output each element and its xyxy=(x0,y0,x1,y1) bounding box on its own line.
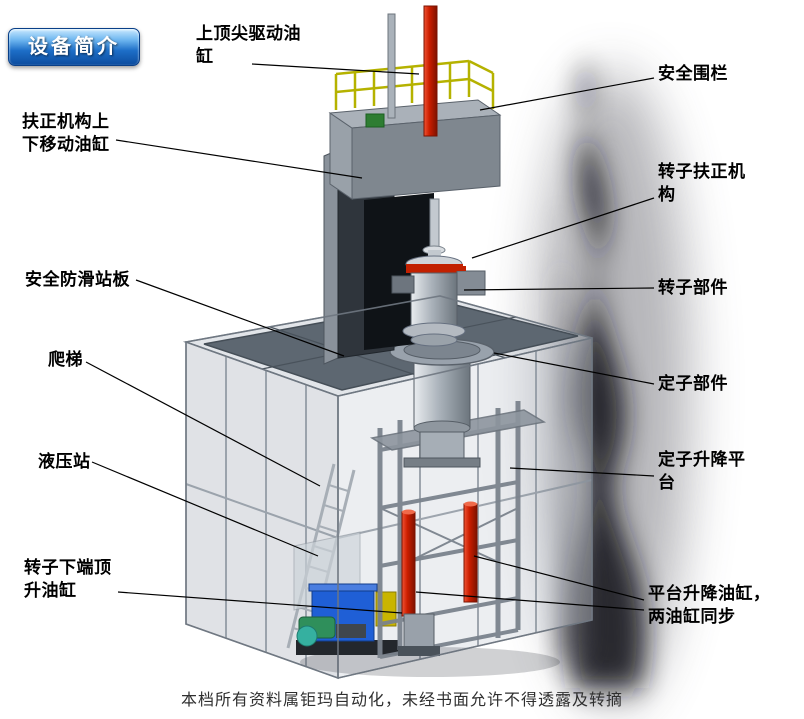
rotor-jack-cylinder-graphic xyxy=(398,613,440,656)
smoke-shadow xyxy=(534,58,690,710)
hydraulic-station-graphic xyxy=(296,583,398,655)
label-antislip-platform: 安全防滑站板 xyxy=(25,270,130,289)
footer-disclaimer: 本档所有资料属钜玛自动化，未经书面允许不得透露及转摘 xyxy=(180,692,623,709)
label-rotor-righting-mechanism: 转子扶正机构 xyxy=(658,162,746,205)
label-stator-lift-platform: 定子升降平台 xyxy=(658,450,746,493)
label-stator-part: 定子部件 xyxy=(658,374,728,393)
leader-lines xyxy=(85,63,655,614)
label-rotor-bottom-jack-cylinder: 转子下端顶升油缸 xyxy=(24,558,112,601)
rotor-graphic xyxy=(402,198,466,347)
press-column-graphic xyxy=(323,99,502,365)
top-cylinder-rods-graphic xyxy=(387,5,438,137)
rotor-righting-graphic xyxy=(391,266,486,296)
label-ladder: 爬梯 xyxy=(48,350,83,369)
enclosure-edges xyxy=(182,295,593,680)
label-platform-lift-cylinders: 平台升降油缸，两油缸同步 xyxy=(648,584,771,627)
label-safety-fence: 安全围栏 xyxy=(658,64,728,83)
label-top-tip-cylinder: 上顶尖驱动油缸 xyxy=(196,24,301,67)
label-hydraulic-station: 液压站 xyxy=(38,452,91,471)
label-righting-move-cylinder: 扶正机构上下移动油缸 xyxy=(22,112,110,155)
title-badge: 设备简介 xyxy=(8,28,140,66)
label-rotor-part: 转子部件 xyxy=(658,278,728,297)
